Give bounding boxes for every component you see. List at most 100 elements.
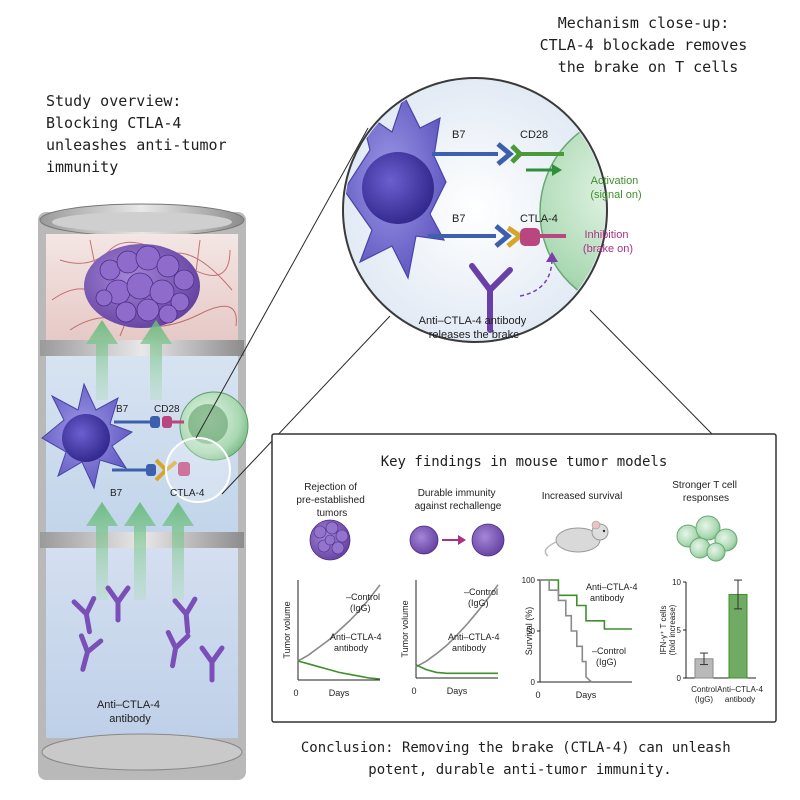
overview-cd28-label: CD28: [154, 404, 180, 415]
y-tick-label: 50: [526, 627, 535, 636]
y-axis-label: (fold increase): [668, 604, 677, 655]
panel-illustration-tumor: [309, 519, 351, 561]
antibodies-in-tube: [71, 585, 225, 683]
tumor-mass: [84, 244, 200, 328]
zoom-source-circle: [165, 437, 231, 503]
tube-top-rim-inner: [52, 212, 232, 232]
tumor-cell: [95, 289, 113, 307]
antibody-icon: [172, 596, 198, 635]
panel-heading-durable: Durable immunity against rechallenge: [415, 488, 502, 512]
tumor-cell: [331, 541, 345, 555]
findings-connector-line: [589, 309, 713, 435]
overview-antibody-label-line: antibody: [109, 713, 151, 725]
zoom-receptors: [428, 142, 566, 297]
x-tick-label: 0: [535, 690, 540, 700]
tumor-cell: [156, 254, 180, 278]
dendritic-cell: [41, 382, 134, 490]
y-tick-label: 5: [677, 626, 682, 635]
overview-title-line: Study overview:: [46, 92, 181, 110]
zoom-antibody: [469, 263, 513, 333]
series-line-control: [540, 579, 593, 683]
overview-title: Study overview: Blocking CTLA-4 unleashe…: [46, 92, 236, 176]
t-cell: [179, 391, 249, 461]
conclusion-line: Conclusion: Removing the brake (CTLA-4) …: [301, 740, 731, 756]
tumor-cell: [136, 298, 160, 322]
x-tick-label: 0: [411, 686, 416, 696]
category-label: antibody: [725, 695, 755, 704]
panel-heading-line: Durable immunity: [418, 488, 496, 499]
mouse-icon: [544, 520, 609, 557]
overview-b7-bottom-label: B7: [110, 488, 123, 499]
overview-antibody-label: Anti–CTLA-4 antibody: [97, 699, 163, 725]
mechanism-activation-line: (signal on): [590, 189, 641, 201]
legend-antibody: antibody: [452, 643, 487, 653]
y-tick-label: 0: [531, 678, 536, 687]
panel-heading-rejection: Rejection of pre-established tumors: [296, 482, 367, 519]
tumor-cell: [116, 250, 140, 274]
legend-control: –Control: [592, 646, 626, 656]
zoom-t-cell: [539, 111, 605, 313]
x-axis-label: Days: [576, 690, 597, 700]
tumor-cell: [325, 521, 339, 535]
series-line-control: [297, 584, 381, 662]
mechanism-activation-line: Activation: [591, 175, 639, 187]
antibody-icon: [165, 629, 191, 669]
panel-heading-line: Rejection of: [304, 482, 357, 493]
y-axis-label: IFN-γ⁺ T cells: [659, 606, 668, 655]
mechanism-inhibition-line: (brake on): [583, 243, 633, 255]
category-label: Anti–CTLA-4: [717, 685, 763, 694]
mechanism-b7-top-label: B7: [452, 129, 465, 141]
legend-control: –Control: [464, 587, 498, 597]
overview-b7-top-label: B7: [116, 404, 129, 415]
tumor-cell: [115, 301, 137, 323]
series-line-antibody: [540, 579, 632, 630]
tumor-cell: [158, 304, 178, 324]
overview-ctla4-label: CTLA-4: [170, 488, 205, 499]
series-line-antibody: [297, 660, 381, 680]
mechanism-ctla4-label: CTLA-4: [520, 213, 558, 225]
x-tick-label: 0: [293, 688, 298, 698]
category-label: Control: [691, 685, 717, 694]
mechanism-activation-label: Activation (signal on): [590, 175, 641, 201]
conclusion-line: potent, durable anti-tumor immunity.: [368, 762, 671, 778]
zoom-connector-lines: [195, 127, 391, 495]
legend-antibody: Anti–CTLA-4: [448, 632, 500, 642]
panel-heading-line: Increased survival: [542, 491, 623, 502]
mechanism-antibody-label: Anti–CTLA-4 antibody releases the brake: [419, 315, 530, 341]
mechanism-title-line: Mechanism close-up:: [558, 14, 730, 32]
tumor-cell: [170, 292, 190, 312]
tumor-cell: [324, 534, 336, 546]
activation-arrows-to-tumor: [86, 320, 172, 400]
tumor-cell: [135, 245, 161, 271]
mechanism-title-line: the brake on T cells: [558, 58, 739, 76]
overview-title-line: Blocking CTLA-4: [46, 114, 181, 132]
legend-control: (IgG): [468, 598, 489, 608]
legend-control: (IgG): [350, 603, 371, 613]
mechanism-title-line: CTLA-4 blockade removes: [540, 36, 748, 54]
panel-heading-line: pre-established: [296, 495, 364, 506]
chart-ifn-gamma: 0510Control(IgG)Anti–CTLA-4antibodyIFN-γ…: [659, 578, 763, 704]
y-axis-label: Tumor volume: [282, 601, 292, 658]
t-cell-cluster-icon: [676, 515, 738, 562]
panel-illustration-rechallenge: [409, 523, 505, 557]
panel-heading-line: tumors: [317, 508, 348, 519]
antibody-icon: [71, 595, 97, 635]
tumor-cell: [173, 269, 195, 291]
mechanism-inhibition-line: Inhibition: [584, 229, 628, 241]
tumor-cell: [149, 279, 175, 305]
y-tick-label: 100: [522, 576, 536, 585]
panel-heading-tcell: Stronger T cell responses: [672, 480, 739, 504]
tumor-cell: [126, 272, 154, 300]
legend-antibody: Anti–CTLA-4: [330, 632, 382, 642]
findings-title: Key findings in mouse tumor models: [381, 454, 668, 470]
y-tick-label: 10: [672, 578, 681, 587]
legend-antibody: antibody: [590, 593, 625, 603]
antibody-icon: [105, 585, 131, 623]
series-line-control: [415, 584, 499, 668]
tube-illustration: B7 CD28 B7 CTLA-4 Anti–CTLA-4 antibody: [38, 203, 249, 780]
x-axis-label: Days: [329, 688, 350, 698]
